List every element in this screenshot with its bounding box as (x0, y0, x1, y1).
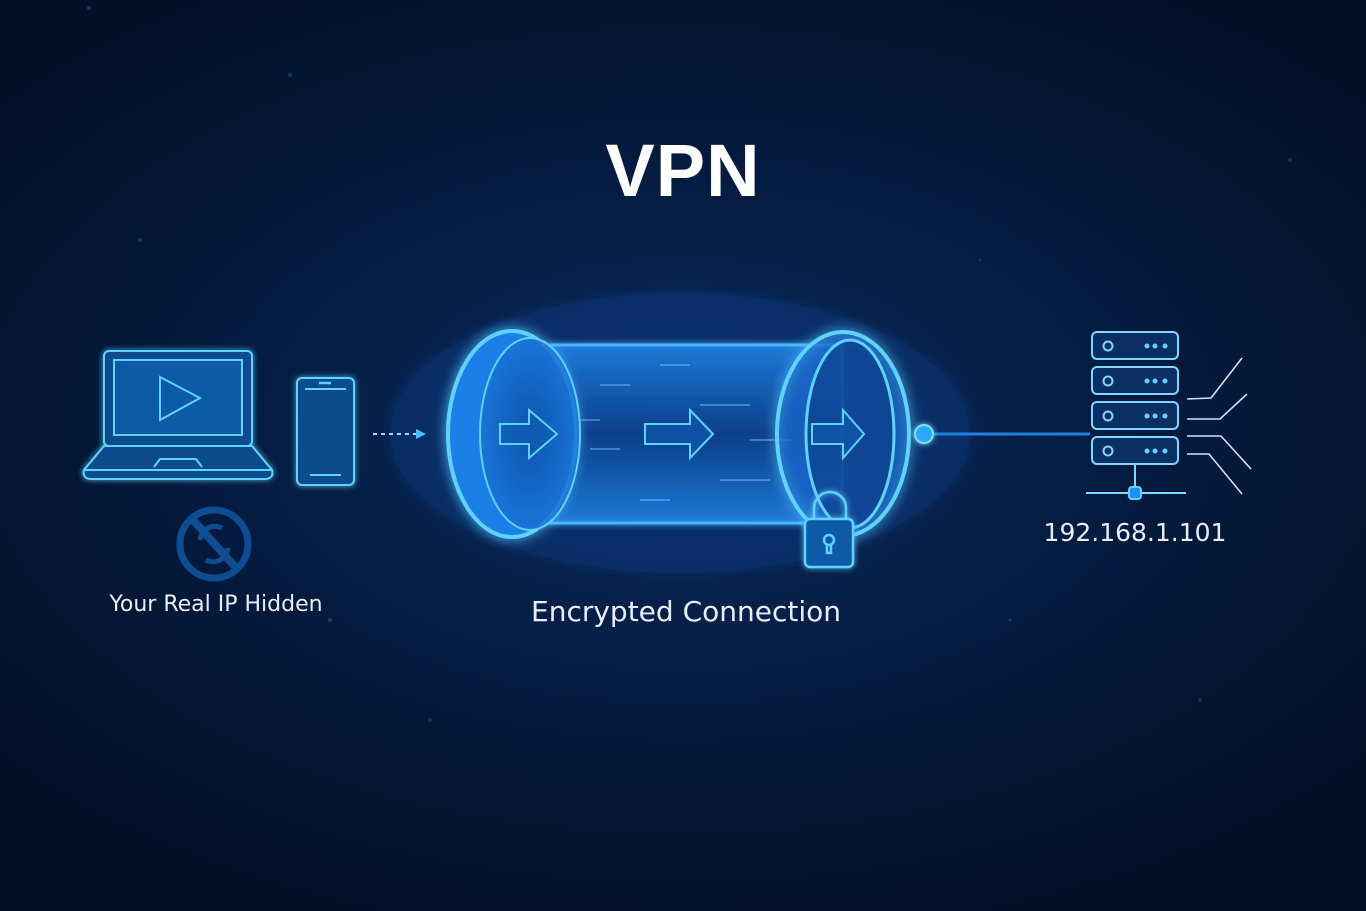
network-lines (1186, 357, 1252, 495)
right-arrow-icon (499, 407, 559, 461)
no-ip-icon (176, 506, 252, 582)
right-arrow-icon (644, 407, 715, 461)
background-particles (87, 6, 1292, 722)
server-ip-label: 192.168.1.101 (1043, 518, 1227, 547)
right-arrow-icon (811, 407, 866, 461)
server-rack-icon (1086, 331, 1186, 500)
connection-line (914, 424, 1090, 444)
smartphone-icon (296, 377, 355, 486)
encrypted-connection-label: Encrypted Connection (531, 595, 841, 628)
ip-hidden-label: Your Real IP Hidden (109, 592, 323, 617)
padlock-icon (803, 490, 855, 569)
laptop-icon (82, 350, 274, 480)
dashed-arrow (373, 429, 426, 439)
page-title: VPN (605, 129, 761, 212)
